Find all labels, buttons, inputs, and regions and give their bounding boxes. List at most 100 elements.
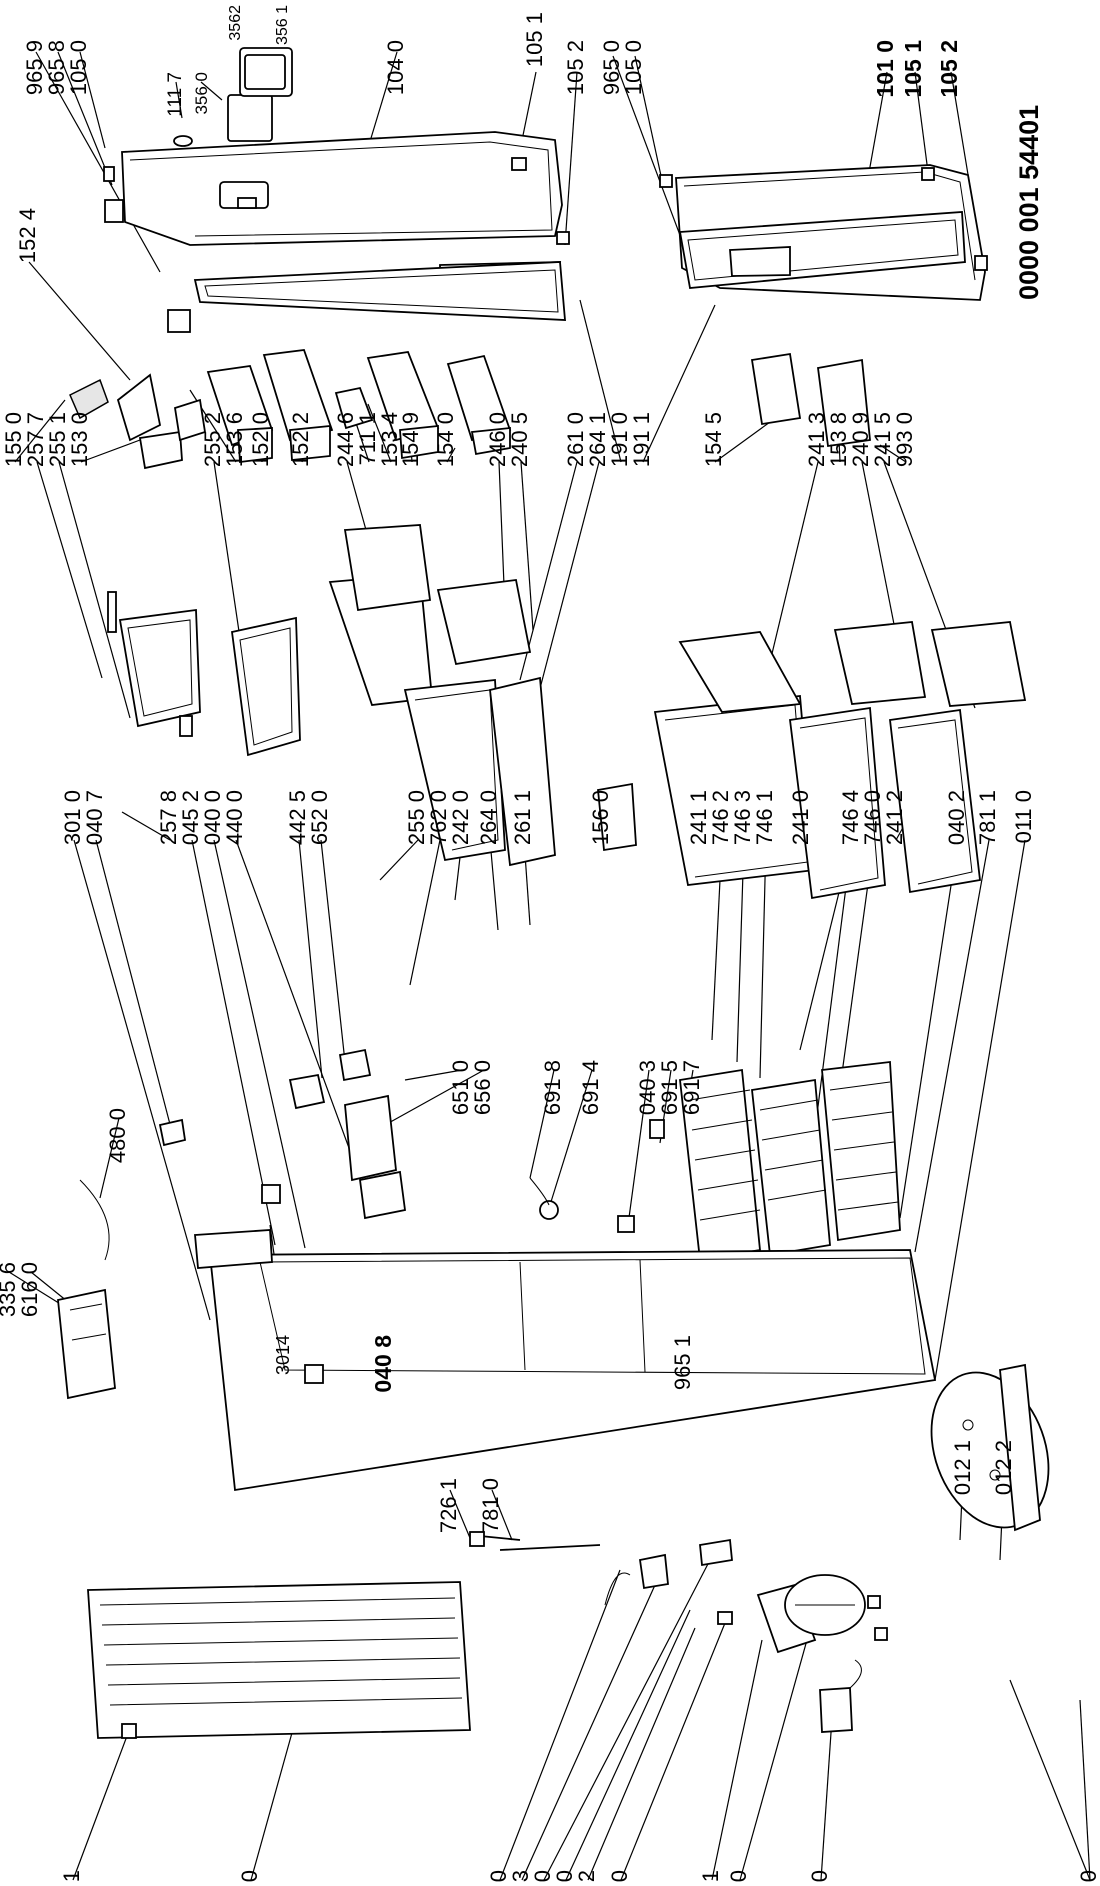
- part-label-781-0: 781 0: [478, 1478, 503, 1533]
- part-label-191-0: 191 0: [607, 412, 632, 467]
- part-label-965-1: 965 1: [670, 1335, 695, 1390]
- part-label-240-5: 240 5: [507, 412, 532, 467]
- part-label-004-0: 004 0: [1076, 1870, 1100, 1886]
- part-label-105-1: 105 1: [522, 12, 547, 67]
- part-label-261-1: 261 1: [510, 790, 535, 845]
- part-label-781-1: 781 1: [975, 790, 1000, 845]
- part-label-105-0: 105 0: [621, 40, 646, 95]
- part-label-104-0: 104 0: [383, 40, 408, 95]
- part-label-241-0: 241 0: [788, 790, 813, 845]
- part-label-420-0: 420 0: [807, 1870, 832, 1886]
- part-label-726-1: 726 1: [436, 1478, 461, 1533]
- bracket-inset: [930, 1363, 1050, 1532]
- compressor-group: [604, 1538, 888, 1733]
- part-label-241-2: 241 2: [882, 790, 907, 845]
- part-label-242-0: 242 0: [448, 790, 473, 845]
- part-label-155-0: 155 0: [1, 412, 26, 467]
- part-label-993-0: 993 0: [892, 412, 917, 467]
- part-label-152-2: 152 2: [288, 412, 313, 467]
- part-label-257-8: 257 8: [156, 790, 181, 845]
- part-label-335-6: 335 6: [0, 1262, 20, 1317]
- part-label-012-2: 012 2: [991, 1440, 1016, 1495]
- part-label-240-9: 240 9: [848, 412, 873, 467]
- part-label-746-2: 746 2: [708, 790, 733, 845]
- part-label-572-0: 572 0: [552, 1870, 577, 1886]
- part-label-480-0: 480 0: [105, 1108, 130, 1163]
- part-label-402-0: 402 0: [726, 1870, 751, 1886]
- part-label-105-2: 105 2: [936, 40, 962, 98]
- part-label-153-8: 153 8: [826, 412, 851, 467]
- part-label-965-9: 965 9: [22, 40, 47, 95]
- part-label-152-4: 152 4: [15, 208, 40, 263]
- part-label-965-8: 965 8: [44, 40, 69, 95]
- part-label-264-1: 264 1: [585, 412, 610, 467]
- part-label-255-0: 255 0: [404, 790, 429, 845]
- part-label-691-5: 691 5: [657, 1060, 682, 1115]
- part-label-241-3: 241 3: [804, 412, 829, 467]
- part-label-040-8: 040 8: [370, 1335, 396, 1393]
- part-label-154-5: 154 5: [701, 412, 726, 467]
- part-label-746-3: 746 3: [730, 790, 755, 845]
- cabinet: [194, 1184, 937, 1551]
- part-label-191-1: 191 1: [629, 412, 654, 467]
- part-label-691-7: 691 7: [679, 1060, 704, 1115]
- part-label-154-9: 154 9: [398, 412, 423, 467]
- part-label-153-6: 153 6: [222, 412, 247, 467]
- part-label-3562: 3562: [227, 5, 244, 41]
- part-label-691-8: 691 8: [540, 1060, 565, 1115]
- part-label-783-0: 783 0: [486, 1870, 511, 1886]
- part-label-402-1: 402 1: [698, 1870, 723, 1886]
- part-label-156-0: 156 0: [588, 790, 613, 845]
- lower-door: [659, 164, 988, 301]
- part-label-652-0: 652 0: [307, 790, 332, 845]
- part-label-356-0: 356 0: [192, 72, 211, 115]
- part-label-965-0: 965 0: [599, 40, 624, 95]
- part-label-740-1: 740 1: [59, 1870, 84, 1886]
- document-code: 0000 001 54401: [1014, 105, 1044, 300]
- part-label-152-0: 152 0: [248, 412, 273, 467]
- part-label-255-2: 255 2: [200, 412, 225, 467]
- part-label-257-7: 257 7: [23, 412, 48, 467]
- part-label-3014: 3014: [273, 1335, 293, 1375]
- evaporator-shelves: [679, 1060, 901, 1262]
- part-label-241-1: 241 1: [686, 790, 711, 845]
- part-label-012-1: 012 1: [950, 1440, 975, 1495]
- part-label-301-0: 301 0: [60, 790, 85, 845]
- part-label-241-5: 241 5: [870, 412, 895, 467]
- part-label-440-0: 440 0: [222, 790, 247, 845]
- part-label-711-1: 711 1: [355, 412, 380, 465]
- part-label-651-0: 651 0: [448, 1060, 473, 1115]
- part-label-154-0: 154 0: [433, 412, 458, 467]
- part-label-040-0: 040 0: [200, 790, 225, 845]
- part-label-616-0: 616 0: [17, 1262, 42, 1317]
- upper-drawers: [343, 524, 637, 867]
- condenser: [87, 1581, 471, 1739]
- part-label-040-7: 040 7: [82, 790, 107, 845]
- part-label-111-7: 111 7: [165, 72, 186, 117]
- freezer-drawers: [653, 352, 1027, 900]
- part-label-011-0: 011 0: [1011, 790, 1036, 843]
- part-label-442-5: 442 5: [285, 790, 310, 845]
- part-label-101-0: 101 0: [872, 40, 898, 98]
- part-label-105-0: 105 0: [66, 40, 91, 95]
- upper-door: [103, 47, 570, 333]
- control-and-wiring: [57, 1048, 665, 1400]
- part-label-746-4: 746 4: [838, 790, 863, 845]
- part-label-614-0: 614 0: [607, 1870, 632, 1886]
- part-label-356-1: 356 1: [274, 5, 291, 45]
- part-label-691-4: 691 4: [578, 1060, 603, 1115]
- part-label-045-2: 045 2: [178, 790, 203, 845]
- parts: [57, 47, 1050, 1739]
- part-label-264-0: 264 0: [476, 790, 501, 845]
- part-label-040-3: 040 3: [635, 1060, 660, 1115]
- part-label-153-0: 153 0: [67, 412, 92, 467]
- part-label-740-0: 740 0: [237, 1870, 262, 1886]
- part-label-746-0: 746 0: [860, 790, 885, 845]
- part-label-246-0: 246 0: [485, 412, 510, 467]
- part-label-153-4: 153 4: [377, 412, 402, 467]
- part-label-762-0: 762 0: [426, 790, 451, 845]
- part-label-491-3: 491 3: [508, 1870, 533, 1886]
- part-label-746-1: 746 1: [752, 790, 777, 845]
